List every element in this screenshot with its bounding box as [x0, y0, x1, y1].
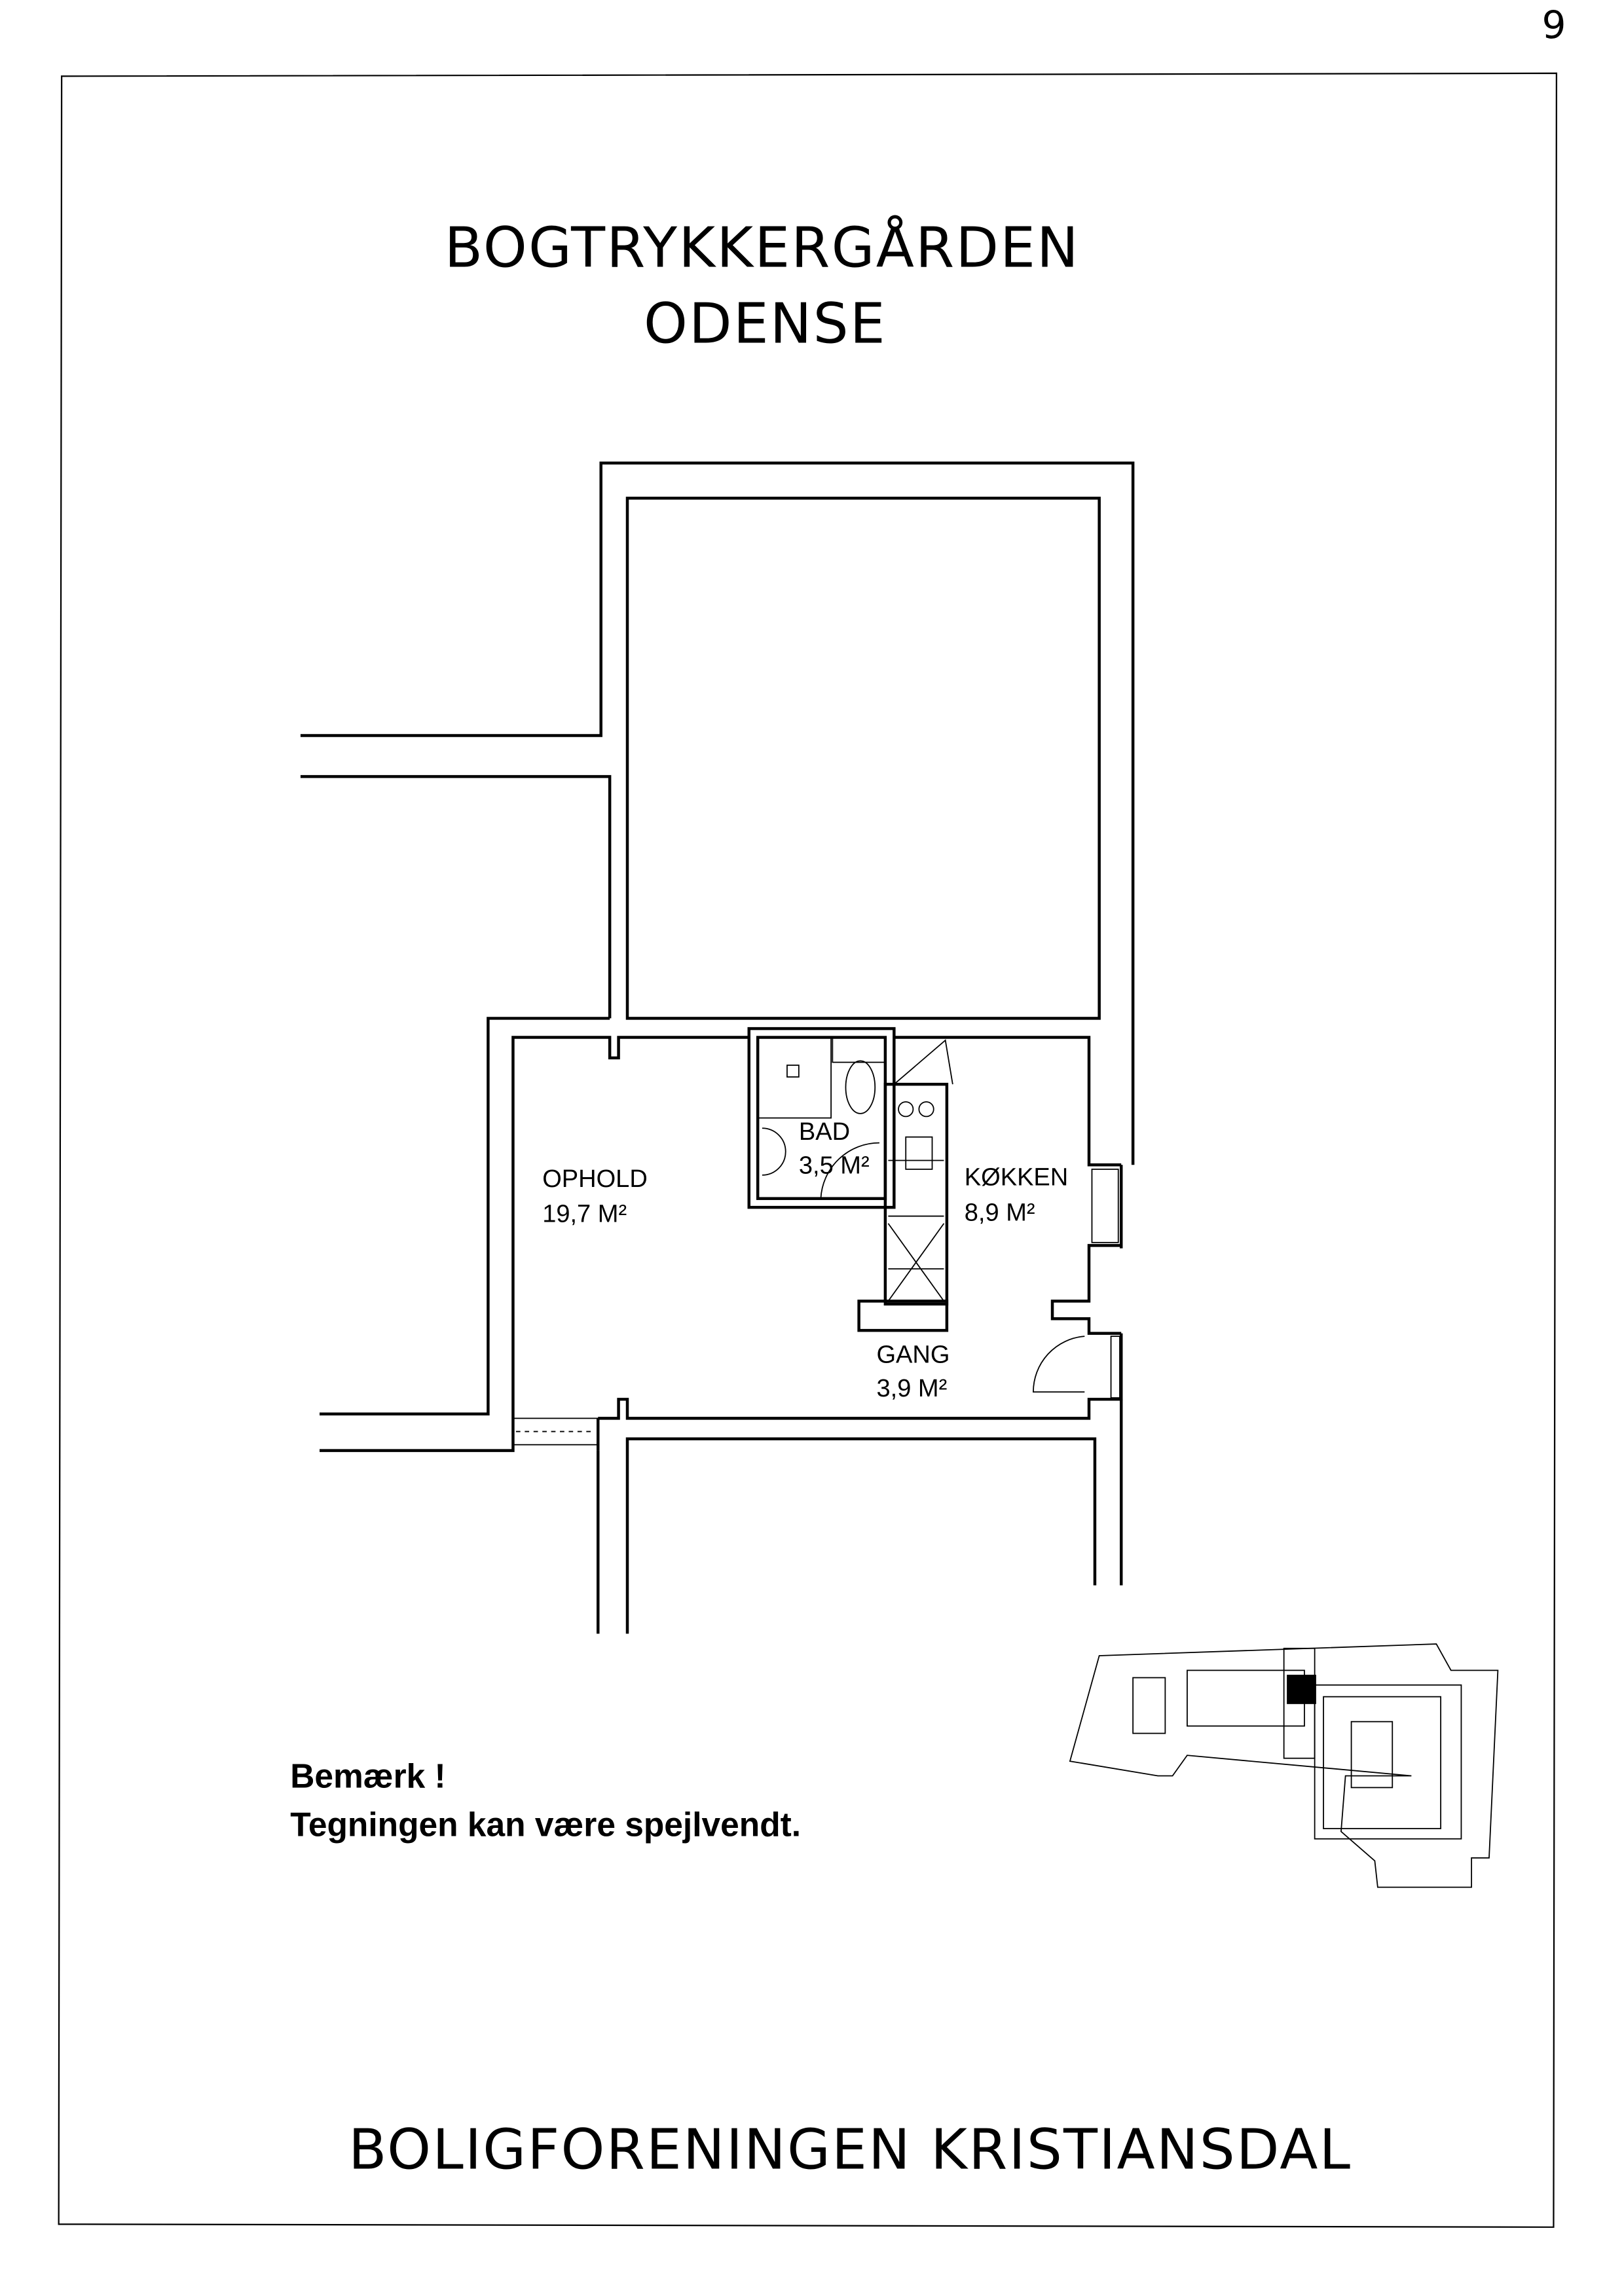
floor-plan: OPHOLD 19,7 M² BAD 3,5 M² KØKKEN 8,9 M² …: [300, 461, 1135, 1634]
note-text: Tegningen kan være spejlvendt.: [290, 1805, 801, 1843]
room-label-bad: BAD: [799, 1118, 850, 1146]
room-area-bad: 3,5 M²: [799, 1152, 870, 1180]
footer-organization: BOLIGFORENINGEN KRISTIANSDAL: [348, 2117, 1352, 2182]
room-area-gang: 3,9 M²: [876, 1375, 947, 1402]
project-city: ODENSE: [644, 292, 887, 357]
room-area-ophold: 19,7 M²: [542, 1201, 627, 1228]
site-plan: [1069, 1643, 1499, 1888]
room-label-gang: GANG: [876, 1341, 950, 1368]
note-heading: Bemærk !: [290, 1757, 445, 1795]
project-title: BOGTRYKKERGÅRDEN: [445, 214, 1080, 280]
page-frame: [58, 72, 1558, 2228]
room-label-kokken: KØKKEN: [965, 1164, 1069, 1192]
room-label-ophold: OPHOLD: [542, 1165, 648, 1193]
page-number: 9: [1542, 3, 1566, 47]
room-area-kokken: 8,9 M²: [965, 1199, 1035, 1226]
